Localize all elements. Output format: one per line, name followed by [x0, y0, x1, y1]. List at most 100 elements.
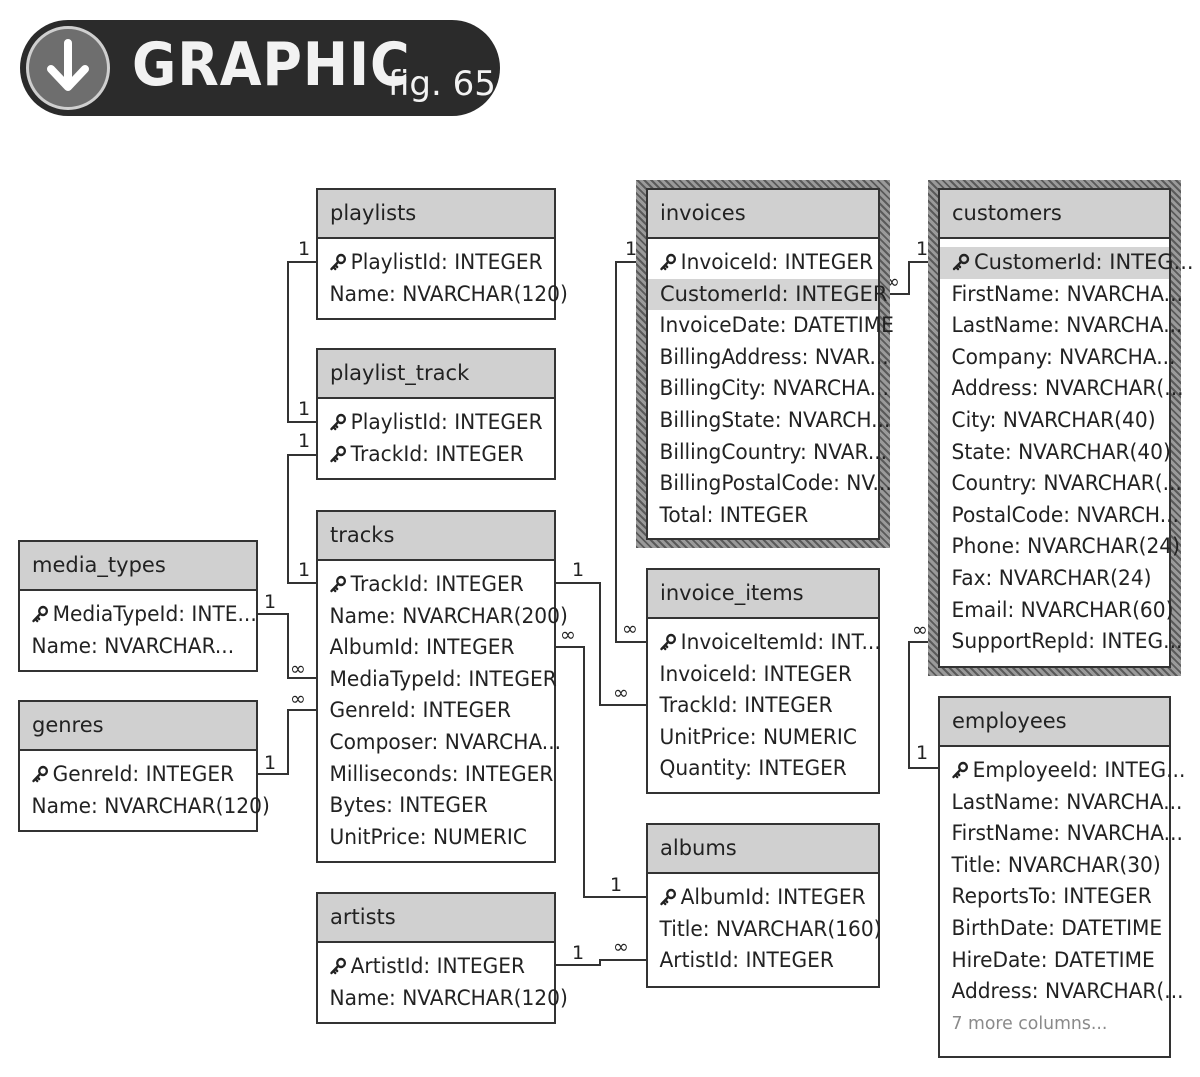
table-header-artists: artists: [318, 894, 554, 943]
column-row: ArtistId: INTEGER: [318, 951, 545, 983]
key-icon: [952, 755, 973, 787]
column-text: Country: NVARCHAR(...: [951, 471, 1182, 496]
column-text: Composer: NVARCHA...: [329, 729, 562, 754]
cardinality-many: ∞: [613, 682, 629, 704]
column-text: PlaylistId: INTEGER: [350, 250, 543, 274]
graphic-badge: GRAPHIC fig. 65: [20, 20, 500, 116]
column-text: BillingPostalCode: NV...: [659, 471, 892, 496]
key-icon: [330, 439, 351, 471]
table-header-albums: albums: [648, 825, 878, 874]
column-row: CustomerId: INTEGER: [648, 278, 887, 311]
column-text: PostalCode: NVARCH...: [951, 502, 1179, 527]
column-text: Total: INTEGER: [659, 502, 809, 527]
column-row: ArtistId: INTEGER: [648, 945, 869, 977]
cardinality-one: 1: [298, 398, 311, 420]
column-row: BillingState: NVARCH...: [648, 405, 891, 437]
column-text: FirstName: NVARCHA...: [951, 281, 1183, 306]
column-row: BillingAddress: NVAR...: [648, 342, 889, 374]
column-row: GenreId: INTEGER: [20, 759, 247, 791]
column-text: EmployeeId: INTEG...: [972, 758, 1186, 782]
key-icon: [330, 247, 351, 279]
column-text: GenreId: INTEGER: [52, 762, 235, 786]
column-list: EmployeeId: INTEG...LastName: NVARCHA...…: [940, 747, 1186, 1040]
cardinality-one: 1: [625, 238, 638, 260]
column-row: Title: NVARCHAR(160): [648, 914, 882, 946]
column-row: AlbumId: INTEGER: [318, 632, 545, 664]
column-text: Title: NVARCHAR(30): [951, 852, 1161, 877]
column-row: BillingPostalCode: NV...: [648, 468, 892, 500]
column-text: Name: NVARCHAR(200): [329, 603, 568, 628]
column-text: BillingState: NVARCH...: [659, 407, 891, 432]
column-text: Name: NVARCHAR(120): [329, 281, 568, 306]
cardinality-one: 1: [264, 591, 277, 613]
cardinality-many: ∞: [613, 936, 629, 958]
column-list: CustomerId: INTEG...FirstName: NVARCHA..…: [940, 239, 1194, 658]
column-text: Title: NVARCHAR(160): [659, 916, 882, 941]
column-row: Name: NVARCHAR(120): [318, 983, 568, 1015]
cardinality-many: ∞: [912, 619, 928, 641]
column-text: TrackId: INTEGER: [659, 693, 833, 718]
column-row: Company: NVARCHA...: [940, 342, 1176, 374]
column-row: Phone: NVARCHAR(24): [940, 531, 1180, 563]
column-row: Name: NVARCHAR(200): [318, 601, 568, 633]
table-header-invoice-items: invoice_items: [648, 570, 878, 619]
rel-media-types-tracks: [257, 613, 317, 679]
graphic-title: GRAPHIC: [132, 30, 411, 100]
column-row: Name: NVARCHAR...: [20, 631, 247, 663]
column-text: Name: NVARCHAR...: [31, 633, 235, 658]
column-text: Bytes: INTEGER: [329, 793, 488, 818]
column-text: GenreId: INTEGER: [329, 698, 511, 723]
column-text: MediaTypeId: INTE...: [52, 602, 257, 626]
column-text: PlaylistId: INTEGER: [350, 410, 543, 434]
column-row: FirstName: NVARCHA...: [940, 279, 1183, 311]
table-header-invoices: invoices: [648, 190, 878, 239]
table-header-genres: genres: [20, 702, 256, 751]
table-header-customers: customers: [940, 190, 1169, 239]
column-text: Company: NVARCHA...: [951, 344, 1176, 369]
column-row: Address: NVARCHAR(...: [940, 976, 1184, 1008]
column-row: Milliseconds: INTEGER: [318, 759, 554, 791]
column-row: Country: NVARCHAR(...: [940, 468, 1182, 500]
column-text: BillingCity: NVARCHA...: [659, 376, 889, 401]
key-icon: [660, 247, 681, 279]
cardinality-one: 1: [916, 238, 929, 260]
column-row: Name: NVARCHAR(120): [318, 279, 568, 311]
key-icon: [32, 759, 53, 791]
column-row: AlbumId: INTEGER: [648, 882, 869, 914]
cardinality-many: ∞: [560, 624, 576, 646]
table-header-employees: employees: [940, 698, 1169, 747]
column-row: TrackId: INTEGER: [318, 439, 545, 471]
column-row: FirstName: NVARCHA...: [940, 818, 1183, 850]
column-list: PlaylistId: INTEGER TrackId: INTEGER: [318, 399, 554, 470]
more-columns-link[interactable]: 7 more columns...: [940, 1008, 1160, 1040]
column-row: Name: NVARCHAR(120): [20, 791, 270, 823]
cardinality-many: ∞: [622, 618, 638, 640]
column-list: AlbumId: INTEGER Title: NVARCHAR(160) Arti…: [648, 874, 882, 977]
column-text: AlbumId: INTEGER: [680, 885, 866, 909]
column-row: MediaTypeId: INTE...: [20, 599, 257, 631]
column-row: InvoiceDate: DATETIME: [648, 310, 894, 342]
column-text: ArtistId: INTEGER: [350, 954, 526, 978]
column-text: InvoiceId: INTEGER: [659, 661, 852, 686]
down-arrow-circle-icon: [26, 26, 110, 110]
column-list: GenreId: INTEGER Name: NVARCHAR(120): [20, 751, 270, 823]
column-text: CustomerId: INTEGER: [660, 281, 888, 306]
column-row: UnitPrice: NUMERIC: [318, 822, 545, 854]
column-row: PlaylistId: INTEGER: [318, 407, 545, 439]
column-row: TrackId: INTEGER: [318, 569, 545, 601]
column-text: AlbumId: INTEGER: [329, 635, 515, 660]
cardinality-one: 1: [916, 742, 929, 764]
